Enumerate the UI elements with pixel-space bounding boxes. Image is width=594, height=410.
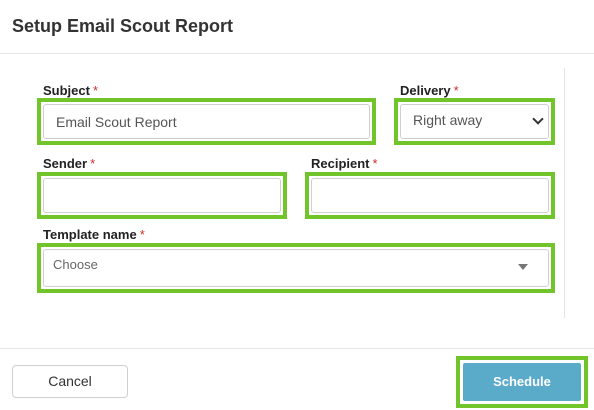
scroll-rail — [564, 68, 565, 318]
dialog-header: Setup Email Scout Report — [0, 0, 594, 54]
recipient-input[interactable] — [311, 178, 549, 213]
subject-label: Subject* — [43, 83, 98, 98]
sender-label-text: Sender — [43, 156, 88, 171]
schedule-button[interactable]: Schedule — [463, 363, 581, 401]
template-placeholder: Choose — [53, 257, 98, 272]
chevron-down-icon — [532, 113, 544, 125]
template-label-text: Template name — [43, 227, 137, 242]
subject-label-text: Subject — [43, 83, 90, 98]
subject-input[interactable] — [43, 104, 370, 139]
dialog-title: Setup Email Scout Report — [12, 16, 234, 36]
sender-label: Sender* — [43, 156, 95, 171]
template-highlight: Choose — [37, 243, 555, 293]
delivery-label: Delivery* — [400, 83, 459, 98]
delivery-highlight: Right away — [394, 98, 555, 145]
subject-highlight — [37, 98, 376, 145]
delivery-label-text: Delivery — [400, 83, 451, 98]
recipient-label-text: Recipient — [311, 156, 370, 171]
template-select[interactable]: Choose — [43, 249, 549, 287]
required-marker: * — [92, 83, 99, 98]
required-marker: * — [372, 156, 378, 171]
recipient-highlight — [305, 172, 555, 219]
schedule-highlight: Schedule — [456, 356, 588, 408]
sender-highlight — [37, 172, 287, 219]
required-marker: * — [453, 83, 459, 98]
template-label: Template name* — [43, 227, 145, 242]
required-marker: * — [139, 227, 145, 242]
delivery-select[interactable]: Right away — [400, 104, 549, 139]
delivery-selected-value: Right away — [413, 112, 483, 128]
sender-input[interactable] — [43, 178, 281, 213]
recipient-label: Recipient* — [311, 156, 378, 171]
caret-down-icon — [518, 264, 528, 270]
cancel-button[interactable]: Cancel — [12, 365, 128, 398]
dialog-body: Subject* Delivery* Right away Sender* Re… — [0, 54, 594, 348]
dialog-footer: Cancel Schedule — [0, 348, 594, 410]
required-marker: * — [90, 156, 96, 171]
